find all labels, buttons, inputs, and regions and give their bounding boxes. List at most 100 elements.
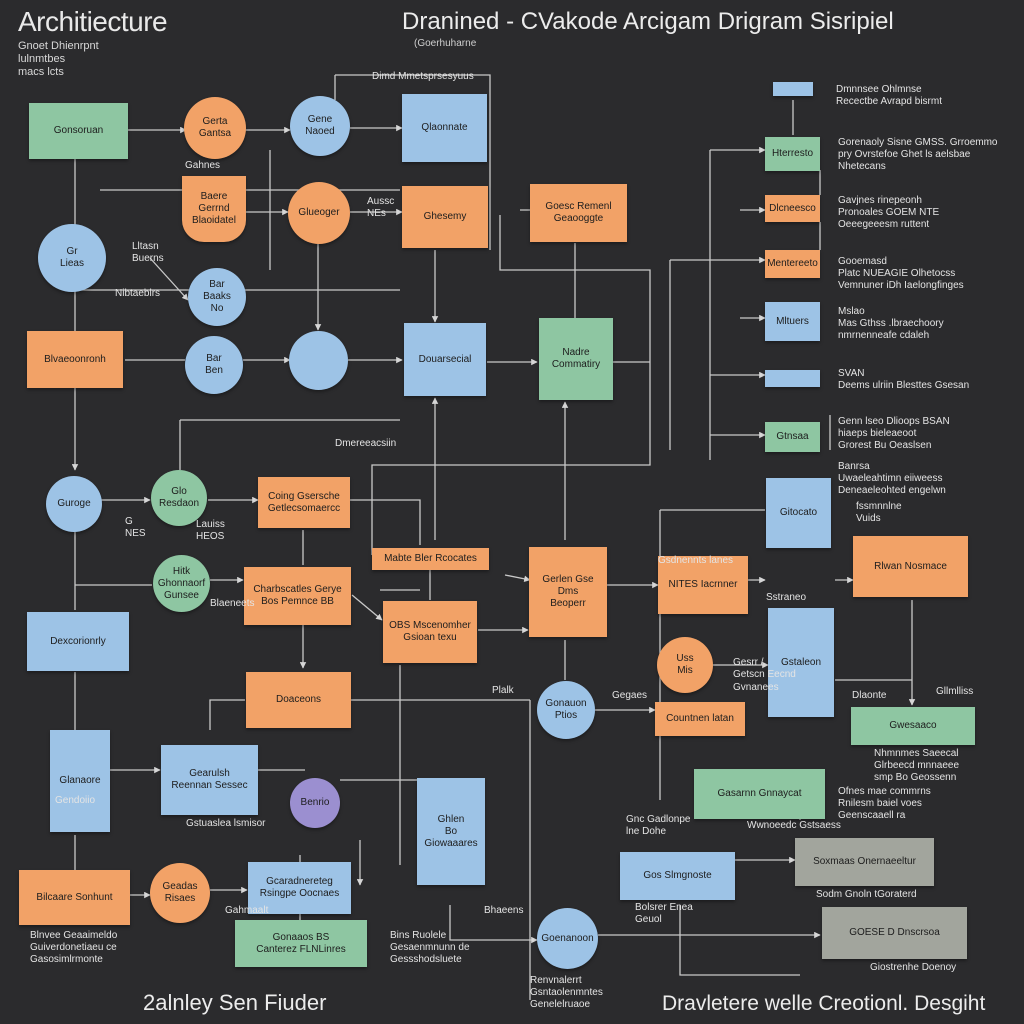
diagram-node[interactable]: Glueoger bbox=[288, 182, 350, 244]
annotation-label: Gllmlliss bbox=[936, 686, 974, 697]
annotation-label: Dlaonte bbox=[852, 690, 887, 701]
diagram-node[interactable]: Uss Mis bbox=[657, 637, 713, 693]
diagram-node[interactable]: Gwesaaco bbox=[851, 707, 975, 745]
diagram-node[interactable] bbox=[765, 370, 820, 387]
diagram-node[interactable]: Baere Gerrnd Blaoidatel bbox=[182, 176, 246, 242]
diagram-node[interactable]: Gos Slmgnoste bbox=[620, 852, 735, 900]
diagram-node[interactable]: Ghlen Bo Giowaaares bbox=[417, 778, 485, 885]
footer-right-caption: Dravletere welle Creotionl. Desgiht bbox=[662, 992, 986, 1015]
diagram-node[interactable]: Nadre Commatiry bbox=[539, 318, 613, 400]
diagram-node[interactable]: Glanaore bbox=[50, 730, 110, 832]
subtitle-line: Gnoet Dhienrpnt bbox=[18, 40, 99, 52]
diagram-node[interactable]: Rlwan Nosmace bbox=[853, 536, 968, 597]
annotation-label: Lauiss HEOS bbox=[196, 519, 225, 542]
diagram-node[interactable]: Glo Resdaon bbox=[151, 470, 207, 526]
diagram-node[interactable]: Gstaleon bbox=[768, 608, 834, 717]
diagram-node[interactable]: Gearulsh Reennan Sessec bbox=[161, 745, 258, 815]
diagram-node[interactable]: Gene Naoed bbox=[290, 96, 350, 156]
diagram-node[interactable]: Gonsoruan bbox=[29, 103, 128, 159]
annotation-label: Gorenaoly Sisne GMSS. Grroemmo pry Ovrst… bbox=[838, 137, 998, 172]
diagram-node[interactable]: Bar Baaks No bbox=[188, 268, 246, 326]
annotation-label: Nibtaeblrs bbox=[115, 288, 161, 299]
diagram-node[interactable]: Gr Lieas bbox=[38, 224, 106, 292]
annotation-label: Sodm Gnoln tGoraterd bbox=[816, 889, 917, 900]
annotation-label: Blaeneets bbox=[210, 598, 255, 609]
diagram-node[interactable]: Doaceons bbox=[246, 672, 351, 728]
diagram-node[interactable]: Gasarnn Gnnaycat bbox=[694, 769, 825, 819]
annotation-label: Renvnalerrt Gsntaolenmntes Genelelruaoe bbox=[530, 975, 603, 1010]
annotation-label: Gesrr / Getscn Eecnd bbox=[733, 657, 796, 680]
diagram-node[interactable]: Gonaaos BS Canterez FLNLinres bbox=[235, 920, 367, 967]
diagram-node[interactable]: Hitk Ghonnaorf Gunsee bbox=[153, 555, 210, 612]
annotation-label: Genn lseo Dlioops BSAN hiaeps bieleaeoot… bbox=[838, 416, 950, 451]
annotation-label: Gegaes bbox=[612, 690, 648, 701]
heading-note: (Goerhuharne bbox=[414, 38, 477, 49]
diagram-node[interactable]: Gitocato bbox=[766, 478, 831, 548]
annotation-label: Aussc NEs bbox=[367, 196, 395, 219]
diagram-node[interactable]: Countnen latan bbox=[655, 702, 745, 736]
diagram-node[interactable]: Qlaonnate bbox=[402, 94, 487, 162]
annotation-label: Blnvee Geaaimeldo Guiverdonetiaeu ce Gas… bbox=[30, 930, 118, 965]
diagram-node[interactable]: Mltuers bbox=[765, 302, 820, 341]
diagram-node[interactable]: Gcaradnereteg Rsingpe Oocnaes bbox=[248, 862, 351, 914]
annotation-label: Ofnes mae commrns Rnilesm baiel voes Gee… bbox=[838, 786, 931, 821]
annotation-label: Dmnnsee Ohlmnse Recectbe Avrapd bisrmt bbox=[836, 84, 942, 107]
annotation-label: Gsdnennts lanes bbox=[658, 555, 734, 566]
annotation-label: Gahnes bbox=[185, 160, 221, 171]
diagram-node[interactable]: Charbscatles Gerye Bos Pemnce BB bbox=[244, 567, 351, 625]
diagram-node[interactable]: GOESE D Dnscrsoa bbox=[822, 907, 967, 959]
diagram-node[interactable]: Dlcneesco bbox=[765, 195, 820, 222]
annotation-label: Banrsa Uwaeleahtimn eiiweess Deneaeleoht… bbox=[838, 461, 946, 496]
diagram-node[interactable]: Gerlen Gse Dms Beoperr bbox=[529, 547, 607, 637]
diagram-node[interactable]: Benrio bbox=[290, 778, 340, 828]
footer-left-caption: 2alnley Sen Fiuder bbox=[143, 990, 327, 1015]
page-title: Architiecture bbox=[18, 6, 168, 37]
diagram-node[interactable]: Bilcaare Sonhunt bbox=[19, 870, 130, 925]
diagram-node[interactable]: Coing Gsersche Getlecsomaercc bbox=[258, 477, 350, 528]
diagram-heading: Dranined - CVakode Arcigam Drigram Sisri… bbox=[402, 8, 894, 35]
subtitle-line: macs lcts bbox=[18, 66, 64, 78]
annotation-label: SVAN Deems ulriin Blesttes Gsesan bbox=[838, 368, 970, 391]
annotation-label: Bins Ruolele Gesaenmnunn de Gessshodslue… bbox=[390, 930, 470, 965]
annotation-label: Dmereeacsiin bbox=[335, 438, 397, 449]
annotation-label: fssmnnlne Vuids bbox=[856, 501, 902, 524]
annotation-label: Giostrenhe Doenoy bbox=[870, 962, 957, 973]
diagram-node[interactable] bbox=[773, 82, 813, 96]
annotation-label: Mslao Mas Gthss .lbraechoory nmrnenneafe… bbox=[838, 306, 944, 341]
diagram-node[interactable]: Mentereeto bbox=[765, 250, 820, 278]
annotation-label: Gnc Gadlonpe lne Dohe bbox=[626, 814, 691, 837]
annotation-label: Gooemasd Platc NUEAGIE Olhetocss Vemnune… bbox=[838, 256, 964, 291]
annotation-label: Dimd Mmetsprsesyuus bbox=[372, 71, 474, 82]
annotation-label: Lltasn Buerns bbox=[132, 241, 164, 264]
diagram-node[interactable]: Goenanoon bbox=[537, 908, 598, 969]
diagram-node[interactable]: Gerta Gantsa bbox=[184, 97, 246, 159]
diagram-node[interactable]: Gtnsaa bbox=[765, 422, 820, 452]
diagram-node[interactable]: Dexcorionrly bbox=[27, 612, 129, 671]
annotation-label: Gvnanees bbox=[733, 682, 779, 693]
diagram-node[interactable]: Ghesemy bbox=[402, 186, 488, 248]
annotation-label: Plalk bbox=[492, 685, 514, 696]
diagram-node[interactable]: Douarsecial bbox=[404, 323, 486, 396]
annotation-label: Gendoiio bbox=[55, 795, 96, 806]
diagram-node[interactable] bbox=[289, 331, 348, 390]
annotation-label: Bolsrer Enea Geuol bbox=[635, 902, 693, 925]
diagram-node[interactable]: Blvaeoonronh bbox=[27, 331, 123, 388]
annotation-label: Wwnoeedc Gstsaess bbox=[747, 820, 841, 831]
annotation-label: Gahmaalt bbox=[225, 905, 269, 916]
annotation-label: Gavjnes rinepeonh Pronoales GOEM NTE Oee… bbox=[838, 195, 940, 230]
diagram-node[interactable]: Mabte Bler Rcocates bbox=[372, 548, 489, 570]
diagram-node[interactable]: NITES Iacrnner bbox=[658, 556, 748, 614]
subtitle-line: lulnmtbes bbox=[18, 53, 66, 65]
diagram-node[interactable]: Geadas Risaes bbox=[150, 863, 210, 923]
annotation-label: G NES bbox=[125, 516, 146, 539]
annotation-label: Bhaeens bbox=[484, 905, 524, 916]
annotation-label: Nhmnmes Saeecal Glrbeecd mnnaeee smp Bo … bbox=[874, 748, 960, 783]
diagram-node[interactable]: Bar Ben bbox=[185, 336, 243, 394]
diagram-node[interactable]: Goesc Remenl Geaooggte bbox=[530, 184, 627, 242]
diagram-node[interactable]: Soxmaas Onernaeeltur bbox=[795, 838, 934, 886]
diagram-node[interactable]: Guroge bbox=[46, 476, 102, 532]
diagram-node[interactable]: Gonauon Ptios bbox=[537, 681, 595, 739]
diagram-node[interactable]: Hterresto bbox=[765, 137, 820, 171]
annotation-label: Gstuaslea lsmisor bbox=[186, 818, 266, 829]
diagram-node[interactable]: OBS Mscenomher Gsioan texu bbox=[383, 601, 477, 663]
